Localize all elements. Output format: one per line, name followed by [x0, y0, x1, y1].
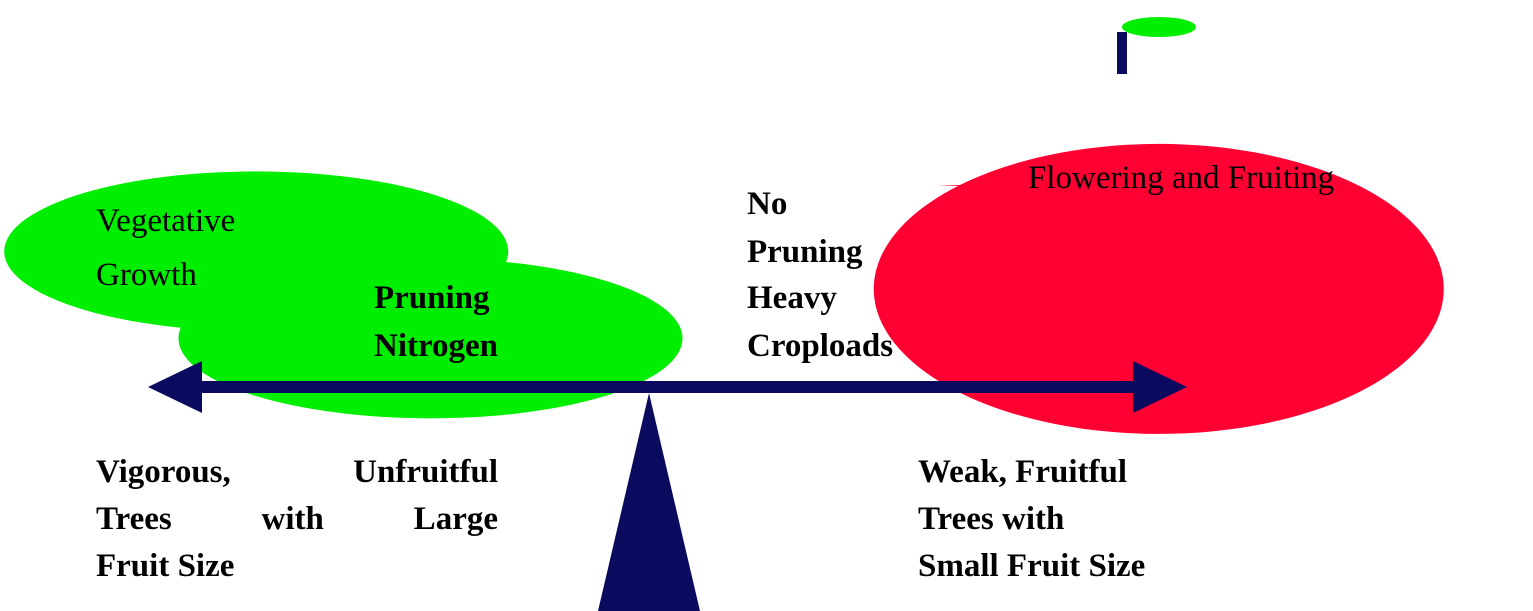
vegetative-label-line2: Growth: [96, 254, 197, 296]
left-factor-pruning: Pruning: [374, 277, 490, 319]
vegetative-label-line1: Vegetative: [96, 200, 235, 242]
left-outcome-line3: Fruit Size: [96, 545, 498, 587]
right-outcome-line1: Weak, Fruitful: [918, 451, 1127, 493]
apple-stem: [1117, 32, 1127, 74]
right-factor-croploads: Croploads: [747, 325, 893, 367]
fruiting-label: Flowering and Fruiting: [1028, 157, 1334, 199]
right-factor-no: No: [747, 183, 787, 225]
right-factor-heavy: Heavy: [747, 277, 837, 319]
right-factor-pruning: Pruning: [747, 231, 863, 273]
apple-leaf-icon: [1122, 17, 1196, 37]
left-outcome-line2: Trees with Large: [96, 498, 498, 540]
left-outcome: Vigorous, Unfruitful Trees with Large Fr…: [96, 451, 498, 587]
fruiting-apple-patch: [958, 185, 1018, 355]
left-factor-nitrogen: Nitrogen: [374, 325, 498, 367]
fulcrum: [598, 393, 700, 611]
right-outcome-line3: Small Fruit Size: [918, 545, 1145, 587]
right-outcome-line2: Trees with: [918, 498, 1064, 540]
left-outcome-line1: Vigorous, Unfruitful: [96, 451, 498, 493]
